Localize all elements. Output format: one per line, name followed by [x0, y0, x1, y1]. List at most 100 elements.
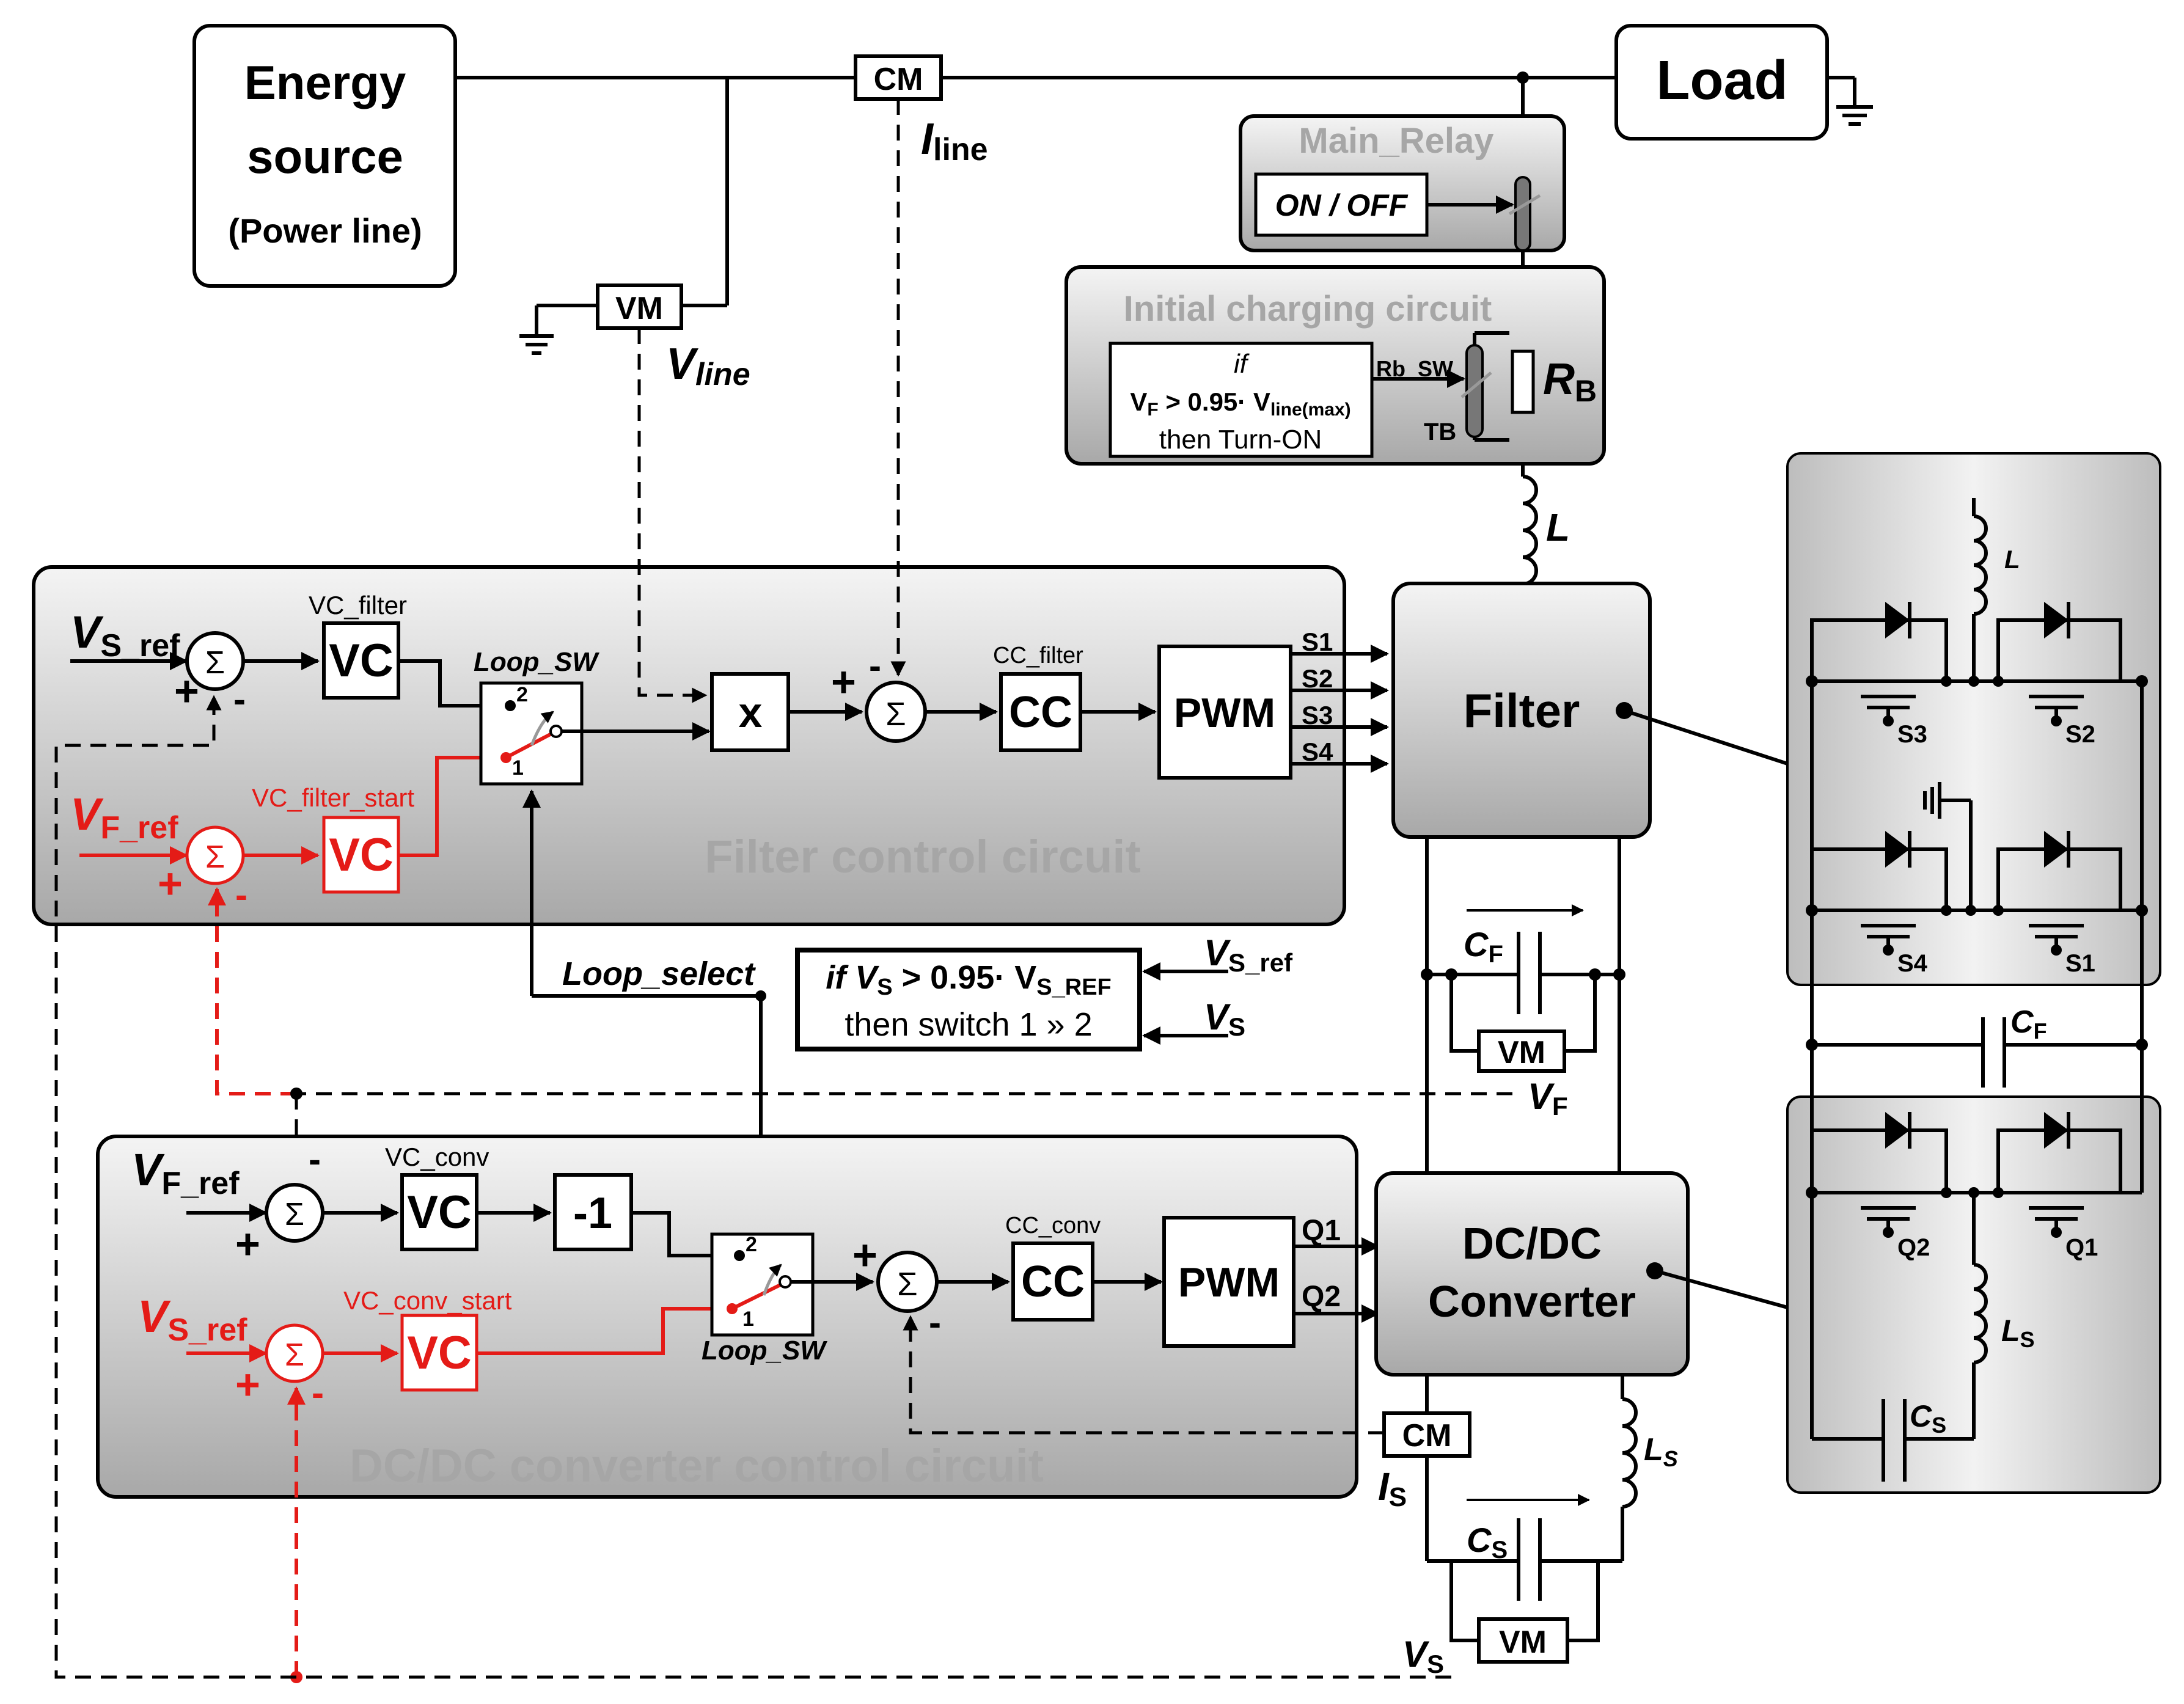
loop-select-line: Loop_select	[532, 956, 770, 1276]
svg-text:-1: -1	[573, 1189, 612, 1238]
conv-loop-sw-label: Loop_SW	[702, 1336, 827, 1366]
conv-loop-switch	[710, 1232, 815, 1337]
cc-conv-block	[1011, 1241, 1094, 1322]
svg-text:Σ: Σ	[205, 839, 225, 875]
svg-text:PWM: PWM	[1178, 1259, 1280, 1306]
s1-output-label: S1	[1302, 627, 1333, 656]
is-label: IS	[1378, 1464, 1407, 1512]
initial-charging-title: Initial charging circuit	[1124, 289, 1492, 329]
svg-text:+: +	[852, 1231, 878, 1279]
circuit-cs-label: CS	[1910, 1399, 1946, 1438]
loop-select-condition-box: if VS > 0.95· VS_REF then switch 1 » 2	[795, 948, 1228, 1051]
dcdc-control-panel: DC/DC converter control circuit VF_ref Σ…	[96, 1135, 1380, 1499]
resistor-rb-icon	[1511, 349, 1535, 414]
dcdc-converter-block: DC/DC Converter	[1374, 1171, 1788, 1377]
svg-text:Σ: Σ	[897, 1266, 917, 1303]
inverter-circuit-panel: CF L S3 S2	[1786, 452, 2161, 1494]
vs-input-label: VS	[1204, 996, 1245, 1041]
energy-source-line3: (Power line)	[228, 211, 422, 250]
ls-label: LS	[1644, 1432, 1678, 1471]
circuit-ls-label: LS	[2001, 1314, 2035, 1352]
conv-vf-ref-label: VF_ref	[131, 1144, 240, 1201]
rb-sw-label: Rb_SW	[1376, 356, 1453, 381]
relay-switch-icon	[1514, 176, 1531, 252]
s2-output-label: S2	[1302, 664, 1333, 693]
vc-conv-block	[400, 1173, 478, 1251]
svg-text:VC: VC	[329, 635, 394, 687]
circuit-cf-label: CF	[2010, 1004, 2047, 1044]
load-block: Load	[1614, 24, 1829, 141]
circuit-q1-label: Q1	[2065, 1234, 2098, 1261]
svg-text:Converter: Converter	[1428, 1278, 1636, 1326]
current-meter-top: CM	[854, 54, 943, 101]
energy-source-block: Energy source (Power line)	[192, 24, 457, 288]
svg-text:Σ: Σ	[205, 645, 225, 681]
svg-text:CM: CM	[874, 62, 923, 97]
filter-loop-sw-label: Loop_SW	[474, 647, 599, 677]
cf-label: CF	[1464, 925, 1503, 968]
svg-text:then Turn-ON: then Turn-ON	[1159, 425, 1322, 455]
filter-vs-ref-label: VS_ref	[70, 607, 180, 664]
voltage-meter-vs: VM	[1477, 1617, 1569, 1664]
relay-on-off-label: ON / OFF	[1275, 188, 1409, 222]
i-line-label: Iline	[921, 115, 988, 167]
energy-source-line2: source	[247, 130, 403, 183]
s3-output-label: S3	[1302, 701, 1333, 730]
circuit-s1-label: S1	[2065, 950, 2095, 977]
charging-condition-box	[1108, 342, 1374, 458]
converter-output-wiring	[1425, 1375, 1638, 1642]
svg-text:-: -	[929, 1302, 941, 1343]
circuit-l-label: L	[2004, 545, 2020, 574]
cc-conv-label: CC_conv	[1005, 1213, 1101, 1238]
voltage-meter-top: VM	[596, 283, 683, 330]
svg-text:VM: VM	[615, 291, 663, 326]
svg-text:CC: CC	[1009, 688, 1072, 737]
vs-label: VS	[1402, 1634, 1444, 1678]
multiplier-block	[710, 672, 790, 752]
svg-text:x: x	[739, 689, 763, 736]
svg-text:DC/DC: DC/DC	[1462, 1219, 1602, 1268]
current-meter-bottom: CM	[1382, 1411, 1471, 1458]
vc-filter-start-label: VC_filter_start	[252, 783, 414, 812]
circuit-s3-label: S3	[1897, 721, 1927, 748]
inverter-gain-block	[553, 1173, 633, 1251]
inductor-l-label: L	[1546, 505, 1570, 549]
circuit-s4-label: S4	[1897, 950, 1928, 977]
filter-control-panel: Filter control circuit VS_ref Σ + - VC V…	[32, 565, 1389, 996]
cs-label: CS	[1467, 1521, 1508, 1563]
pwm-conv-block	[1162, 1216, 1295, 1348]
q1-output-label: Q1	[1302, 1215, 1341, 1247]
svg-text:-: -	[312, 1372, 324, 1413]
svg-text:then switch 1 » 2: then switch 1 » 2	[845, 1006, 1092, 1043]
vc-conv-start-block	[400, 1314, 478, 1392]
circuit-s2-label: S2	[2065, 721, 2095, 748]
voltage-meter-vf: VM	[1477, 1029, 1566, 1073]
cc-filter-block	[999, 672, 1082, 752]
conv-vs-ref-label: VS_ref	[137, 1291, 247, 1348]
svg-text:Load: Load	[1657, 50, 1788, 111]
loop-select-label: Loop_select	[562, 956, 756, 992]
svg-text:VC: VC	[407, 1187, 472, 1238]
vc-filter-start-block	[322, 816, 400, 894]
svg-text:if VS > 0.95· VS_REF: if VS > 0.95· VS_REF	[826, 959, 1112, 1000]
pwm-filter-block	[1157, 645, 1292, 780]
initial-charging-panel: Initial charging circuit if VF > 0.95· V…	[1065, 265, 1606, 466]
svg-text:-: -	[869, 645, 881, 686]
tb-label: TB	[1424, 419, 1456, 445]
svg-text:1: 1	[742, 1307, 754, 1331]
svg-text:Filter: Filter	[1464, 684, 1580, 737]
rb-label: RB	[1543, 355, 1597, 408]
vc-conv-label: VC_conv	[385, 1143, 489, 1171]
svg-text:-: -	[233, 679, 246, 720]
energy-source-line1: Energy	[244, 56, 406, 109]
svg-text:Σ: Σ	[885, 696, 906, 733]
relay-on-off-button[interactable]	[1254, 172, 1429, 237]
svg-text:VC: VC	[329, 829, 394, 881]
svg-text:CM: CM	[1402, 1418, 1452, 1454]
filter-loop-switch	[479, 681, 584, 786]
vs-feedback-line	[54, 695, 1451, 1679]
svg-text:+: +	[174, 667, 199, 715]
vf-label: VF	[1528, 1076, 1568, 1121]
svg-text:+: +	[158, 860, 183, 907]
